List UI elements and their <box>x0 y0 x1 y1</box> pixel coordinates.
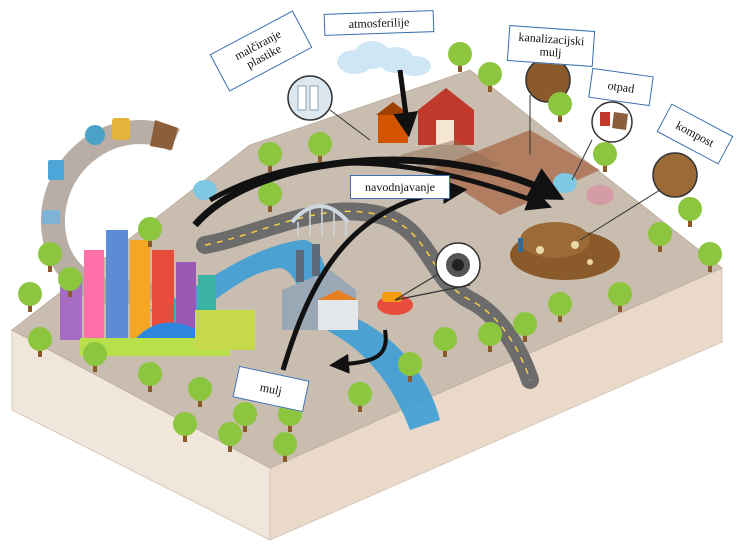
tree <box>83 342 107 372</box>
tree <box>433 327 457 357</box>
tree <box>138 217 162 247</box>
tree <box>18 282 42 312</box>
drain-icon <box>394 242 481 301</box>
tree <box>548 92 572 122</box>
magnifier-sludge <box>525 57 571 155</box>
tree <box>173 412 197 442</box>
road-centerline <box>204 210 531 381</box>
tree <box>548 292 572 322</box>
tree-icon <box>18 42 722 462</box>
magnifier-compost <box>579 152 698 241</box>
tree <box>233 402 257 432</box>
tree <box>218 422 242 452</box>
bridge-icon <box>290 204 350 236</box>
arrow-atmosferilije <box>393 69 419 138</box>
tree <box>648 222 672 252</box>
label-navodnjavanje: navodnjavanje <box>350 175 450 199</box>
tree <box>478 62 502 92</box>
label-kompost-text: kompost <box>673 117 717 150</box>
label-atmosferilije-text: atmosferilije <box>348 14 410 31</box>
tree <box>273 432 297 462</box>
river-icon <box>150 239 440 430</box>
arrow-factory-to-river <box>329 329 388 374</box>
tree <box>28 327 52 357</box>
arrow-cycle-to-field <box>208 160 553 211</box>
tree <box>448 42 472 72</box>
tree <box>58 267 82 297</box>
tree <box>348 382 372 412</box>
tree <box>258 182 282 212</box>
tree <box>398 352 422 382</box>
tree <box>138 362 162 392</box>
label-atmosferilije: atmosferilije <box>323 10 435 36</box>
label-navodnjavanje-text: navodnjavanje <box>365 179 435 194</box>
tree <box>608 282 632 312</box>
jar-icon <box>112 118 130 140</box>
cloud-icon <box>337 41 431 76</box>
tree <box>38 242 62 272</box>
compost-heap-icon <box>510 222 620 280</box>
city-icon <box>60 230 255 356</box>
tree <box>593 142 617 172</box>
tree <box>698 242 722 272</box>
tree <box>188 377 212 407</box>
label-otpad-text: otpad <box>606 77 636 96</box>
magnifier-mulch <box>287 75 371 141</box>
label-kanalizacijski-mulj: kanalizacijski mulj <box>506 25 596 67</box>
label-mulj-text: mulj <box>258 379 284 398</box>
tree <box>513 312 537 342</box>
trash-bin-icon <box>48 160 64 180</box>
sack-icon <box>150 120 178 150</box>
flow-arrows <box>192 69 565 374</box>
label-kanalizacijski-text: kanalizacijski mulj <box>517 30 585 61</box>
tree <box>478 322 502 352</box>
tree <box>678 197 702 227</box>
tree <box>258 142 282 172</box>
tree <box>308 132 332 162</box>
can-icon <box>42 210 60 224</box>
magnifier-waste <box>571 101 633 181</box>
plastic-bottle-icon <box>85 125 105 145</box>
